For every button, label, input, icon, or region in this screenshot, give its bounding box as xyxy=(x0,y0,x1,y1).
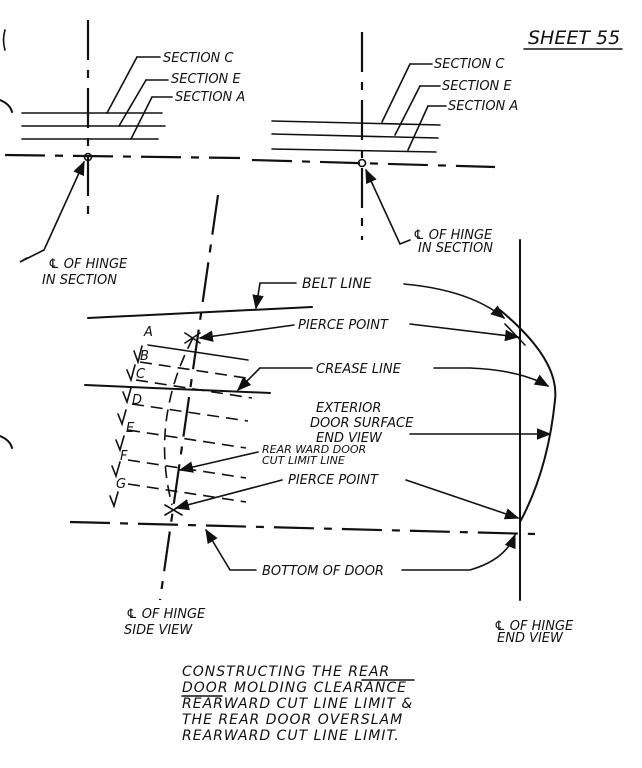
section-letter-d: D xyxy=(132,393,142,408)
pierce-point-top-label: PIERCE POINT xyxy=(298,318,389,333)
crease-line-end-arrow xyxy=(433,367,550,387)
rearward-limit-arrow xyxy=(178,451,259,473)
leader-section-a xyxy=(130,96,153,140)
exterior-door-surface xyxy=(499,309,557,523)
top-left-section-view: SECTION C SECTION E SECTION A ℄ OF HINGE… xyxy=(4,20,245,288)
pierce-point-bottom-label: PIERCE POINT xyxy=(288,473,379,488)
horizontal-centerline xyxy=(251,158,496,169)
main-construction-view: BELT LINE PIERCE POINT CREASE LINE xyxy=(69,194,574,646)
section-letter-b: B xyxy=(140,349,149,364)
crease-line xyxy=(84,384,271,394)
caption: CONSTRUCTING THE REAR DOOR MOLDING CLEAR… xyxy=(181,664,415,744)
section-line-g xyxy=(127,483,247,503)
caption-line5: REARWARD CUT LINE LIMIT. xyxy=(182,728,400,744)
hinge-label-line1: ℄ OF HINGE xyxy=(48,257,128,272)
leader-section-e xyxy=(394,85,421,136)
section-line-c xyxy=(271,120,441,126)
scan-mark xyxy=(0,435,13,449)
scan-mark xyxy=(2,29,6,51)
label-section-c: SECTION C xyxy=(434,57,505,72)
end-view-label-line1: ℄ OF HINGE xyxy=(494,619,574,634)
caption-line1: CONSTRUCTING THE REAR xyxy=(182,664,390,680)
section-line-c xyxy=(135,379,253,399)
caption-line4: THE REAR DOOR OVERSLAM xyxy=(182,712,403,728)
section-line-a xyxy=(271,148,437,153)
caption-line2: DOOR MOLDING CLEARANCE xyxy=(182,680,407,696)
rearward-limit-label-line2: CUT LIMIT LINE xyxy=(262,454,345,467)
section-line-e xyxy=(127,429,247,449)
side-view-hinge-centerline xyxy=(158,194,220,601)
section-letter-e: E xyxy=(126,421,135,436)
exterior-label-line3: END VIEW xyxy=(316,431,383,446)
hinge-label-line2: IN SECTION xyxy=(42,273,117,288)
hinge-label-line2: IN SECTION xyxy=(418,241,493,256)
section-letter-a: A xyxy=(143,325,153,340)
section-line-e xyxy=(271,133,439,139)
label-section-a: SECTION A xyxy=(175,90,245,105)
pierce-point-top-arrow-right xyxy=(409,323,520,342)
crease-line-arrow xyxy=(236,367,261,392)
label-section-e: SECTION E xyxy=(442,79,512,94)
label-section-a: SECTION A xyxy=(448,99,518,114)
hinge-point xyxy=(83,152,93,162)
section-line-d xyxy=(131,403,249,422)
rearward-cut-limit-line xyxy=(163,337,194,506)
side-view-label-line2: SIDE VIEW xyxy=(124,623,193,638)
sheet-number: SHEET 55 xyxy=(528,27,620,49)
belt-line-arrow xyxy=(252,282,297,310)
bottom-of-door-arrow-left xyxy=(205,528,257,571)
caption-line3: REARWARD CUT LINE LIMIT & xyxy=(182,696,413,712)
belt-line-end-arrow xyxy=(403,283,506,319)
label-section-e: SECTION E xyxy=(171,72,241,87)
belt-line xyxy=(87,306,313,319)
pierce-point-bottom-arrow-left xyxy=(174,479,283,511)
leader-section-c xyxy=(106,56,138,114)
section-letter-g: G xyxy=(116,477,126,492)
crease-line-label: CREASE LINE xyxy=(316,362,402,377)
bottom-of-door-arrow-right xyxy=(401,533,516,571)
horizontal-centerline xyxy=(4,153,241,160)
end-view-label-line2: END VIEW xyxy=(497,631,564,646)
bottom-of-door-line xyxy=(69,520,536,536)
section-line-a xyxy=(147,344,249,361)
section-letter-f: F xyxy=(120,449,128,464)
exterior-label-line2: DOOR SURFACE xyxy=(310,416,414,431)
side-view-label-line1: ℄ OF HINGE xyxy=(126,607,206,622)
scan-mark xyxy=(0,99,13,113)
hinge-point xyxy=(357,158,367,168)
leader-section-c xyxy=(381,63,411,123)
top-right-section-view: SECTION C SECTION E SECTION A ℄ OF HINGE… xyxy=(251,32,518,256)
leader-section-a xyxy=(407,105,429,151)
pierce-point-bottom-arrow-right xyxy=(405,479,520,520)
leader-section-e xyxy=(118,79,147,127)
rearward-limit-label-line1: REAR WARD DOOR xyxy=(262,443,366,456)
label-section-c: SECTION C xyxy=(163,51,234,66)
belt-line-label: BELT LINE xyxy=(302,276,372,292)
hinge-arrow xyxy=(19,160,85,263)
section-letter-c: C xyxy=(136,367,146,382)
hinge-arrow xyxy=(365,168,411,246)
hinge-label-line1: ℄ OF HINGE xyxy=(413,228,493,243)
bottom-of-door-label: BOTTOM OF DOOR xyxy=(262,564,384,579)
pierce-point-top-arrow-left xyxy=(198,324,295,342)
exterior-label-line1: EXTERIOR xyxy=(316,401,381,416)
